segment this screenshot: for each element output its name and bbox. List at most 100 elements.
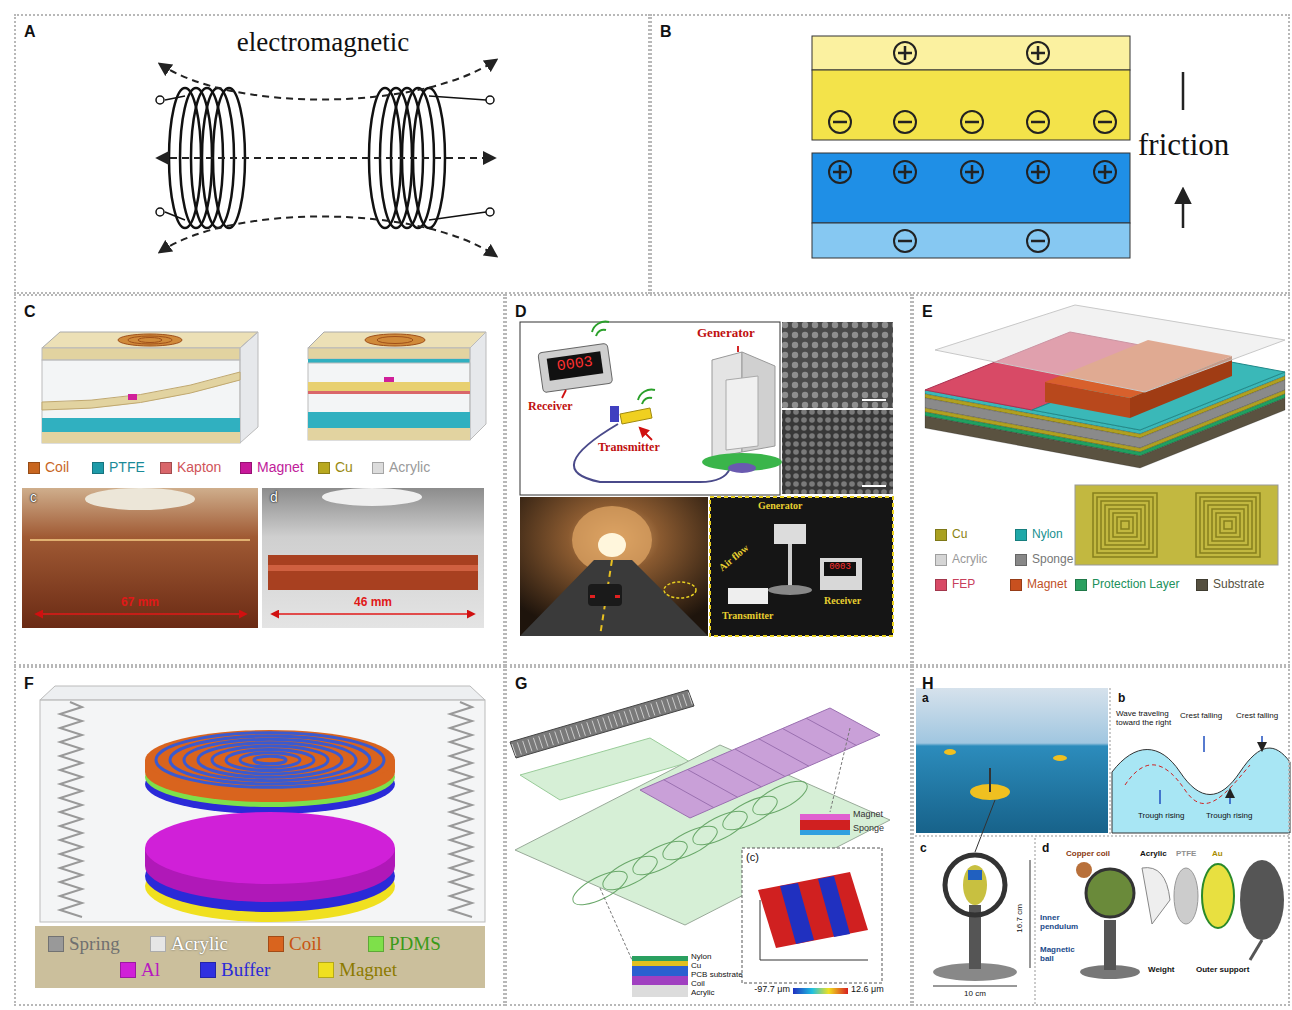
electrode-photo	[1093, 493, 1260, 557]
triboelectric-layers	[812, 36, 1130, 70]
device-schematic	[308, 428, 470, 440]
system-schematic	[538, 343, 613, 392]
device-schematic	[145, 730, 395, 790]
device-drawing	[1086, 869, 1134, 917]
legend-text: Protection Layer	[1092, 578, 1179, 591]
figure-label: 12.6 μm	[851, 985, 884, 995]
figure-label: friction	[1138, 128, 1229, 162]
system-schematic	[520, 322, 893, 495]
device-drawing	[1076, 862, 1092, 878]
device-schematic	[632, 976, 688, 985]
device-schematic	[560, 730, 564, 742]
figure-label: -97.7 μm	[754, 985, 790, 995]
device-schematic	[128, 394, 137, 400]
legend-item: Buffer	[200, 960, 270, 981]
device-drawing	[1104, 920, 1116, 970]
legend-swatch	[28, 462, 40, 474]
legend-item: Spring	[48, 934, 120, 955]
legend-item: Nylon	[1015, 528, 1063, 541]
device-schematic	[544, 735, 548, 747]
triboelectric-layers	[829, 161, 851, 183]
device-schematic	[672, 697, 676, 709]
device-schematic	[156, 733, 384, 788]
device-schematic	[619, 713, 623, 725]
figure-panel: E	[912, 294, 1290, 666]
legend-swatch	[150, 936, 166, 952]
legend-swatch	[372, 462, 384, 474]
device-schematic	[254, 756, 286, 764]
device-schematic	[198, 743, 342, 778]
electrode-photo	[1224, 521, 1232, 529]
device-schematic	[212, 746, 328, 774]
wave-diagram	[1112, 748, 1290, 833]
legend-item: Sponge	[1015, 553, 1073, 566]
legend-text: Al	[141, 960, 160, 981]
figure-label: 46 mm	[354, 596, 392, 609]
legend-swatch	[1075, 579, 1087, 591]
device-schematic	[512, 693, 692, 756]
device-schematic	[523, 741, 527, 753]
device-schematic	[42, 348, 240, 360]
system-schematic	[538, 343, 613, 392]
inset-photo	[820, 558, 862, 590]
device-schematic	[118, 334, 182, 346]
device-drawing	[1250, 940, 1262, 960]
tunnel-photo	[590, 595, 595, 598]
legend-item: Cu	[318, 460, 353, 475]
wave-diagram	[1204, 736, 1262, 752]
device-schematic	[592, 721, 596, 733]
coil-illustration	[213, 88, 245, 228]
device-schematic	[308, 348, 470, 359]
legend-item: Acrylic	[150, 934, 228, 955]
device-schematic	[533, 738, 537, 750]
legend-swatch	[1015, 529, 1027, 541]
device-schematic	[632, 985, 688, 997]
device-schematic	[635, 708, 639, 720]
legend-item: FEP	[935, 578, 975, 591]
device-schematic	[42, 418, 240, 432]
figure-label: c	[920, 842, 927, 855]
figure-label: Receiver	[824, 595, 861, 606]
panel-letter: E	[922, 303, 933, 321]
device-schematic	[156, 733, 384, 788]
figure-label: Generator	[697, 326, 755, 340]
triboelectric-layers	[894, 161, 916, 183]
device-schematic	[565, 728, 569, 740]
electrode-photo	[1113, 513, 1137, 537]
figure-label: 10 cm	[964, 990, 986, 999]
legend-text: Magnet	[1027, 578, 1067, 591]
figure-label: 16.7 cm	[1016, 904, 1025, 932]
tunnel-photo	[664, 582, 696, 598]
figure-label: Nylon	[691, 953, 711, 962]
legend-swatch	[935, 579, 947, 591]
inset-photo	[728, 588, 768, 604]
electrode-photo	[1208, 505, 1248, 545]
figure-label: Inner pendulum	[1040, 914, 1086, 932]
device-drawing	[933, 855, 1284, 986]
triboelectric-layers	[961, 161, 983, 183]
field-lines	[160, 216, 496, 256]
legend-swatch	[120, 962, 136, 978]
legend-item: Magnet	[240, 460, 304, 475]
device-schematic	[800, 830, 850, 835]
legend-text: Coil	[289, 934, 322, 955]
legend-swatch	[1010, 579, 1022, 591]
device-schematic	[581, 724, 585, 736]
system-schematic	[782, 410, 893, 494]
figure-label: Trough rising	[1206, 812, 1252, 821]
device-schematic	[662, 700, 666, 712]
device-schematic	[759, 739, 809, 766]
legend-text: Spring	[69, 934, 120, 955]
electrode-photo	[1121, 521, 1129, 529]
legend-text: Buffer	[221, 960, 270, 981]
inset-photo	[710, 497, 893, 636]
figure-label: electromagnetic	[237, 28, 409, 58]
triboelectric-layers	[829, 111, 851, 133]
device-schematic	[240, 753, 300, 767]
device-schematic	[145, 812, 395, 884]
device-schematic	[539, 736, 543, 748]
figure-label: Transmitter	[722, 610, 773, 621]
device-drawing	[1174, 868, 1198, 924]
legend-swatch	[318, 462, 330, 474]
device-schematic	[683, 694, 687, 706]
